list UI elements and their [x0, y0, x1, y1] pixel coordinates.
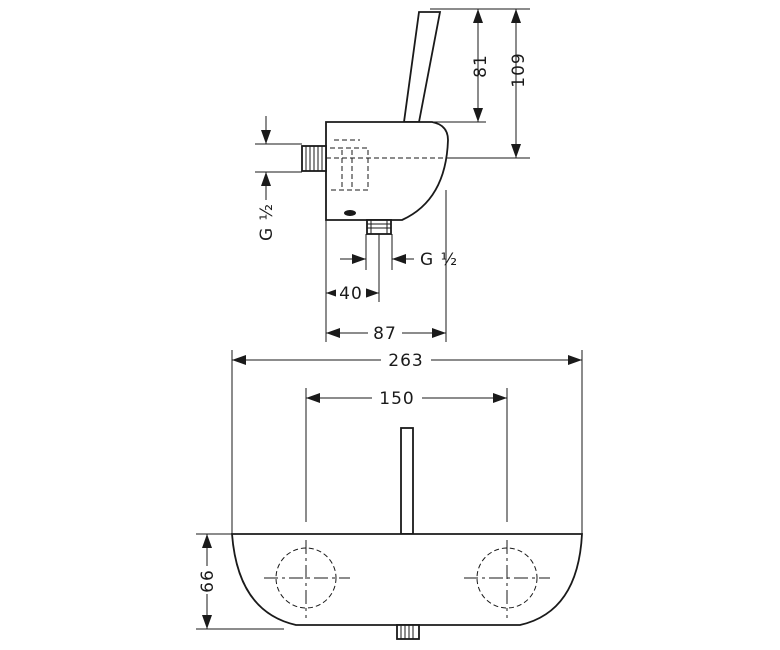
- dim-overall-height: 109: [509, 52, 529, 87]
- mixer-body: [325, 121, 449, 221]
- dim-inlet-thread: G ½: [257, 203, 277, 241]
- indicator-dot: [344, 210, 356, 216]
- front-outlet: [396, 624, 420, 640]
- dim-width: 263: [388, 351, 423, 371]
- front-lever: [400, 427, 414, 535]
- dim-lever-height: 81: [471, 54, 491, 78]
- dim-body-height: 66: [198, 569, 218, 593]
- front-view: 263 150 66: [196, 350, 583, 640]
- lever-handle: [402, 11, 442, 123]
- front-body: [231, 533, 583, 626]
- dim-centres: 150: [379, 389, 414, 409]
- dim-outlet-offset: 40: [339, 284, 363, 304]
- dim-outlet-thread: G ½: [420, 250, 458, 270]
- left-handle-hidden: [275, 547, 337, 609]
- right-handle-hidden: [476, 547, 538, 609]
- dim-depth: 87: [373, 324, 397, 344]
- side-view: 81 109 G ½ G ½ 40 87: [255, 8, 530, 344]
